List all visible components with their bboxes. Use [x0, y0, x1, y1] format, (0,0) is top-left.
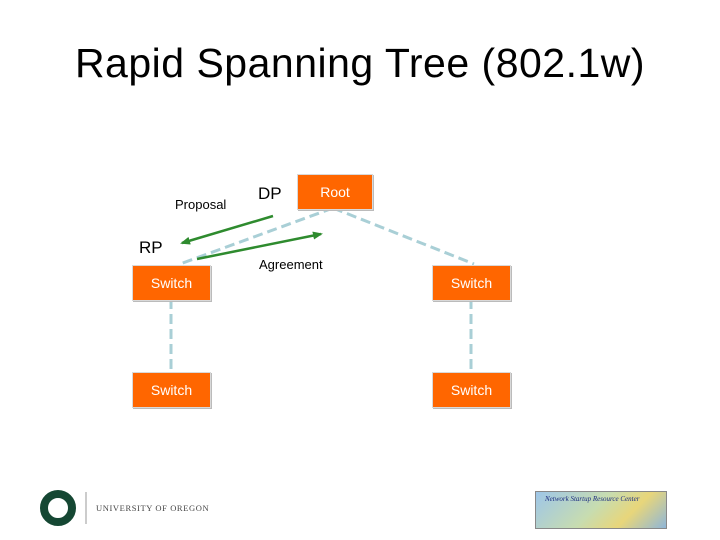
agreement-arrow: [196, 231, 323, 261]
proposal-label: Proposal: [175, 197, 227, 212]
rp-port-label: RP: [139, 238, 163, 257]
switch-right-bottom-label: Switch: [450, 382, 493, 398]
switch-left-top-label: Switch: [150, 275, 193, 291]
link-root-right-switch: [332, 206, 475, 266]
link-root-left-switch: [179, 206, 334, 266]
switch-right-top-label: Switch: [450, 275, 493, 291]
nsrc-caption: Network Startup Resource Center: [545, 495, 640, 503]
agreement-label: Agreement: [259, 257, 323, 272]
switch-left-bottom-label: Switch: [150, 382, 193, 398]
nsrc-logo: [535, 491, 667, 529]
root-switch-label: Root: [320, 184, 350, 200]
slide-title: Rapid Spanning Tree (802.1w): [74, 40, 646, 86]
switch-right-top: Switch: [432, 265, 511, 301]
switch-right-bottom: Switch: [432, 372, 511, 408]
root-switch: Root: [297, 174, 373, 210]
switch-left-bottom: Switch: [132, 372, 211, 408]
university-logo: [40, 490, 87, 526]
university-name: UNIVERSITY OF OREGON: [96, 503, 210, 513]
switch-left-top: Switch: [132, 265, 211, 301]
o-mark-icon: [40, 490, 76, 526]
dp-port-label: DP: [258, 184, 282, 203]
proposal-arrow: [180, 214, 274, 245]
